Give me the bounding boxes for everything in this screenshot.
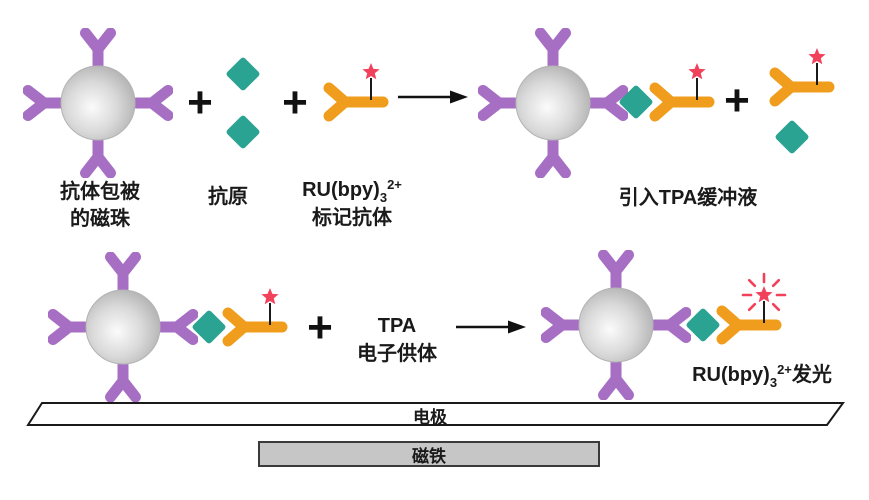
- tpa-buffer-caption: 引入TPA缓冲液: [618, 187, 758, 209]
- magnetic-bead-icon: [23, 28, 173, 178]
- bead-caption: 抗体包被 的磁珠: [10, 179, 190, 233]
- plus-icon: +: [187, 78, 213, 127]
- reaction-arrow-icon: [396, 89, 470, 105]
- tpa-caption: TPA 电子供体: [337, 312, 457, 368]
- magnet-icon: 磁铁: [258, 441, 600, 467]
- tpa-caption-line1: TPA: [377, 315, 417, 337]
- magnet-caption: 磁铁: [412, 446, 446, 466]
- bead-caption-line2: 的磁珠: [70, 208, 130, 230]
- ru-glow-caption: RU(bpy)32+发光: [692, 362, 832, 390]
- ru-formula: RU(bpy)32+: [302, 177, 402, 205]
- magnetic-bead-icon: [478, 28, 628, 178]
- labeled-antibody-icon: [767, 35, 847, 107]
- antigen-icon: [225, 56, 261, 92]
- antigen-caption: 抗原: [208, 186, 248, 208]
- electrode-icon: [26, 402, 845, 426]
- emission-glow-icon: [714, 272, 787, 345]
- plus-icon: +: [282, 78, 308, 127]
- antigen-icon: [225, 114, 261, 150]
- electrode-caption: 电极: [413, 408, 447, 427]
- reaction-arrow-icon: [454, 319, 528, 335]
- ru-caption-line2: 标记抗体: [312, 207, 392, 229]
- ru-antibody-caption: RU(bpy)32+ 标记抗体: [262, 177, 442, 232]
- plus-icon: +: [724, 76, 750, 125]
- labeled-antibody-icon: [321, 50, 401, 122]
- bead-caption-line1: 抗体包被: [60, 181, 140, 203]
- glow-suffix: 发光: [791, 364, 832, 386]
- antigen-icon: [774, 119, 810, 155]
- tpa-caption-line2: 电子供体: [357, 343, 437, 365]
- plus-icon: +: [307, 303, 333, 352]
- labeled-antibody-icon: [220, 275, 300, 347]
- magnetic-bead-icon: [48, 252, 198, 402]
